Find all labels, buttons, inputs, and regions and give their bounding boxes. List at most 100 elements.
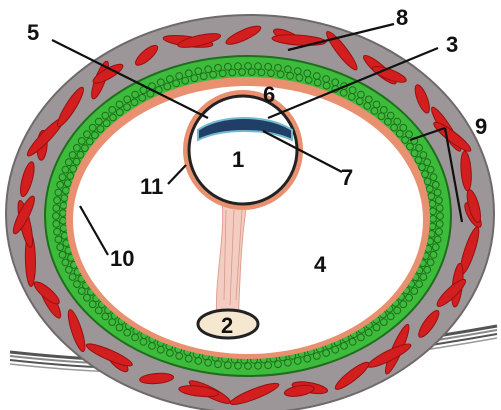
green-cell [380,319,387,326]
green-cell [323,350,330,357]
green-cell [210,71,217,78]
green-cell [77,151,84,158]
green-cell [60,210,67,217]
green-cell [391,124,398,131]
green-cell [185,355,192,362]
green-cell [313,73,320,80]
green-cell [305,77,312,84]
green-cell [255,63,262,70]
green-cell [70,165,77,172]
green-cell [84,131,91,138]
green-cell [411,288,418,295]
green-cell [215,64,222,71]
green-cell [332,79,339,86]
green-cell [167,76,174,83]
green-cell [349,87,356,94]
label-5: 5 [27,20,39,45]
green-cell [365,96,372,103]
green-cell [64,180,71,187]
green-cell [63,187,70,194]
green-cell [406,294,413,301]
green-cell [400,301,407,308]
label-11: 11 [140,174,163,199]
green-cell [229,69,236,76]
green-cell [373,324,380,331]
green-cell [132,334,139,341]
green-cell [432,244,439,251]
green-cell [430,216,437,223]
green-cell [176,353,183,360]
green-cell [430,208,437,215]
green-cell [313,353,320,360]
green-cell [387,313,394,320]
green-cell [139,94,146,101]
green-cell [364,103,371,110]
green-cell [157,79,164,86]
green-cell [422,171,429,178]
green-cell [97,126,104,133]
green-cell [116,109,123,116]
green-cell [294,68,301,75]
green-cell [285,66,292,73]
green-cell [53,213,60,220]
green-cell [268,70,275,77]
green-cell [205,66,212,73]
green-cell [173,80,180,87]
label-2: 2 [221,313,233,338]
label-10: 10 [110,246,134,271]
green-cell [109,107,116,114]
green-cell [95,118,102,125]
label-9: 9 [475,114,487,139]
green-cell [60,217,67,224]
green-cell [185,70,192,77]
green-cell [73,158,80,165]
green-cell [225,362,232,369]
green-cell [340,89,347,96]
green-cell [358,334,365,341]
green-cell [57,181,64,188]
green-cell [200,73,207,80]
green-cell [394,307,401,314]
green-cell [371,108,378,115]
green-cell [323,76,330,83]
green-cell [116,324,123,331]
green-cell [365,329,372,336]
green-cell [54,197,61,204]
green-cell [349,338,356,345]
green-cell [285,359,292,366]
green-cell [86,138,93,145]
green-cell [436,205,443,212]
green-cell [358,91,365,98]
green-cell [57,244,64,251]
green-cell [195,68,202,75]
label-3: 3 [446,32,458,57]
green-cell [436,197,443,204]
green-cell [248,69,255,76]
green-cell [164,83,171,90]
green-cell [195,358,202,365]
label-6: 6 [263,82,275,107]
green-cell [82,145,89,152]
green-cell [348,93,355,100]
green-cell [332,346,339,353]
label-8: 8 [396,5,408,30]
green-cell [429,200,436,207]
green-cell [60,202,67,209]
green-cell [277,71,284,78]
green-cell [69,152,76,159]
green-cell [411,150,418,157]
green-cell [428,193,435,200]
green-cell [59,174,66,181]
green-cell [430,251,437,258]
green-cell [275,64,282,71]
green-cell [182,77,189,84]
green-cell [294,358,301,365]
green-cell [341,343,348,350]
green-cell [67,173,74,180]
green-cell [396,130,403,137]
green-cell [131,99,138,106]
green-cell [62,166,69,173]
green-cell [373,101,380,108]
green-cell [304,355,311,362]
